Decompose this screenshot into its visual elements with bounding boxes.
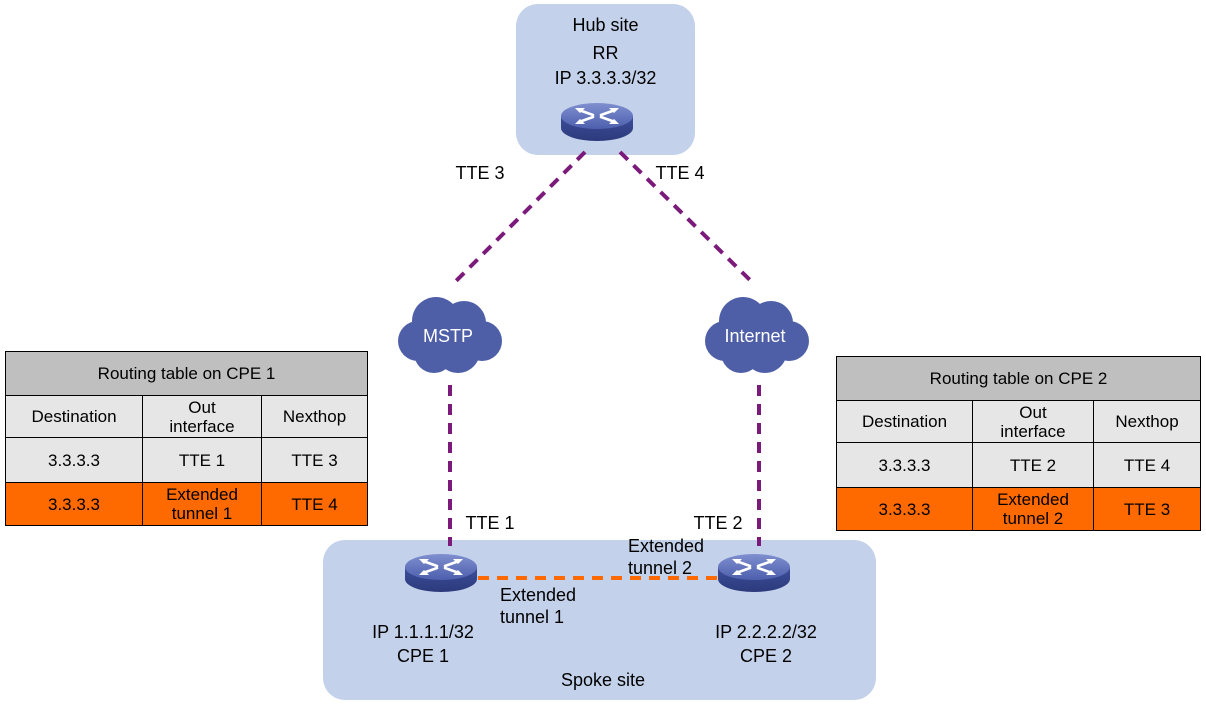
cpe2-ip-address: IP 2.2.2.2/32 <box>715 622 817 642</box>
header-line: Out <box>188 397 216 417</box>
routing-table-cpe2: Routing table on CPE 2 Destination Out i… <box>835 356 1202 531</box>
cell-out-interface: TTE 2 <box>972 442 1094 488</box>
column-header-destination: Destination <box>836 400 973 443</box>
extended-tunnel-1-line1: Extended <box>500 585 577 605</box>
column-header-nexthop: Nexthop <box>1092 400 1202 443</box>
table-row: 3.3.3.3 Extended tunnel 1 TTE 4 <box>5 482 369 526</box>
extended-tunnel-1-label: Extended tunnel 1 <box>500 584 576 628</box>
link-label-tte1: TTE 1 <box>465 513 515 533</box>
routing-table-title: Routing table on CPE 1 <box>4 351 369 396</box>
table-row: 3.3.3.3 TTE 1 TTE 3 <box>5 437 369 483</box>
routing-table-cpe1: Routing table on CPE 1 Destination Out i… <box>4 351 369 526</box>
cell-nexthop: TTE 4 <box>260 482 369 526</box>
cell-line: Extended <box>166 485 238 504</box>
router-icon <box>559 101 635 143</box>
column-header-out-interface: Out interface <box>142 395 262 438</box>
column-header-destination: Destination <box>5 395 143 438</box>
cell-destination: 3.3.3.3 <box>5 437 143 483</box>
cell-line: Extended <box>997 490 1069 509</box>
cell-destination: 3.3.3.3 <box>836 487 973 531</box>
cpe2-name: CPE 2 <box>739 646 793 666</box>
router-icon <box>403 552 479 594</box>
link-tte3 <box>450 150 587 287</box>
hub-site-title: Hub site <box>572 15 639 35</box>
table-row: 3.3.3.3 Extended tunnel 2 TTE 3 <box>836 487 1202 531</box>
cell-out-interface: Extended tunnel 1 <box>142 482 262 526</box>
cloud-label-internet: Internet <box>724 326 786 346</box>
hub-device-role: RR <box>592 43 619 63</box>
column-header-out-interface: Out interface <box>972 400 1094 443</box>
link-tte4 <box>618 150 757 287</box>
cpe1-name: CPE 1 <box>396 646 450 666</box>
routing-table-title: Routing table on CPE 2 <box>835 356 1202 401</box>
extended-tunnel-2-label: Extended tunnel 2 <box>628 535 704 579</box>
spoke-site-title: Spoke site <box>560 670 646 690</box>
column-header-nexthop: Nexthop <box>260 395 369 438</box>
router-icon <box>716 552 792 594</box>
cell-line: tunnel 2 <box>1002 509 1064 528</box>
extended-tunnel-2-line2: tunnel 2 <box>628 558 693 578</box>
cell-destination: 3.3.3.3 <box>5 482 143 526</box>
cell-line: tunnel 1 <box>171 504 233 523</box>
cell-nexthop: TTE 3 <box>260 437 369 483</box>
cell-out-interface: TTE 1 <box>142 437 262 483</box>
link-label-tte2: TTE 2 <box>693 513 743 533</box>
cell-out-interface: Extended tunnel 2 <box>972 487 1094 531</box>
extended-tunnel-2-line1: Extended <box>628 536 705 556</box>
header-line: Out <box>1019 402 1047 422</box>
cloud-label-mstp: MSTP <box>422 326 473 346</box>
cell-nexthop: TTE 3 <box>1092 487 1202 531</box>
extended-tunnel-1-line2: tunnel 1 <box>500 607 565 627</box>
header-line: interface <box>1000 421 1066 441</box>
cpe1-ip-address: IP 1.1.1.1/32 <box>372 622 474 642</box>
link-label-tte4: TTE 4 <box>655 163 705 183</box>
header-line: interface <box>169 416 235 436</box>
cell-nexthop: TTE 4 <box>1092 442 1202 488</box>
cell-destination: 3.3.3.3 <box>836 442 973 488</box>
link-label-tte3: TTE 3 <box>455 163 505 183</box>
table-row: 3.3.3.3 TTE 2 TTE 4 <box>836 442 1202 488</box>
hub-ip-address: IP 3.3.3.3/32 <box>554 68 657 88</box>
